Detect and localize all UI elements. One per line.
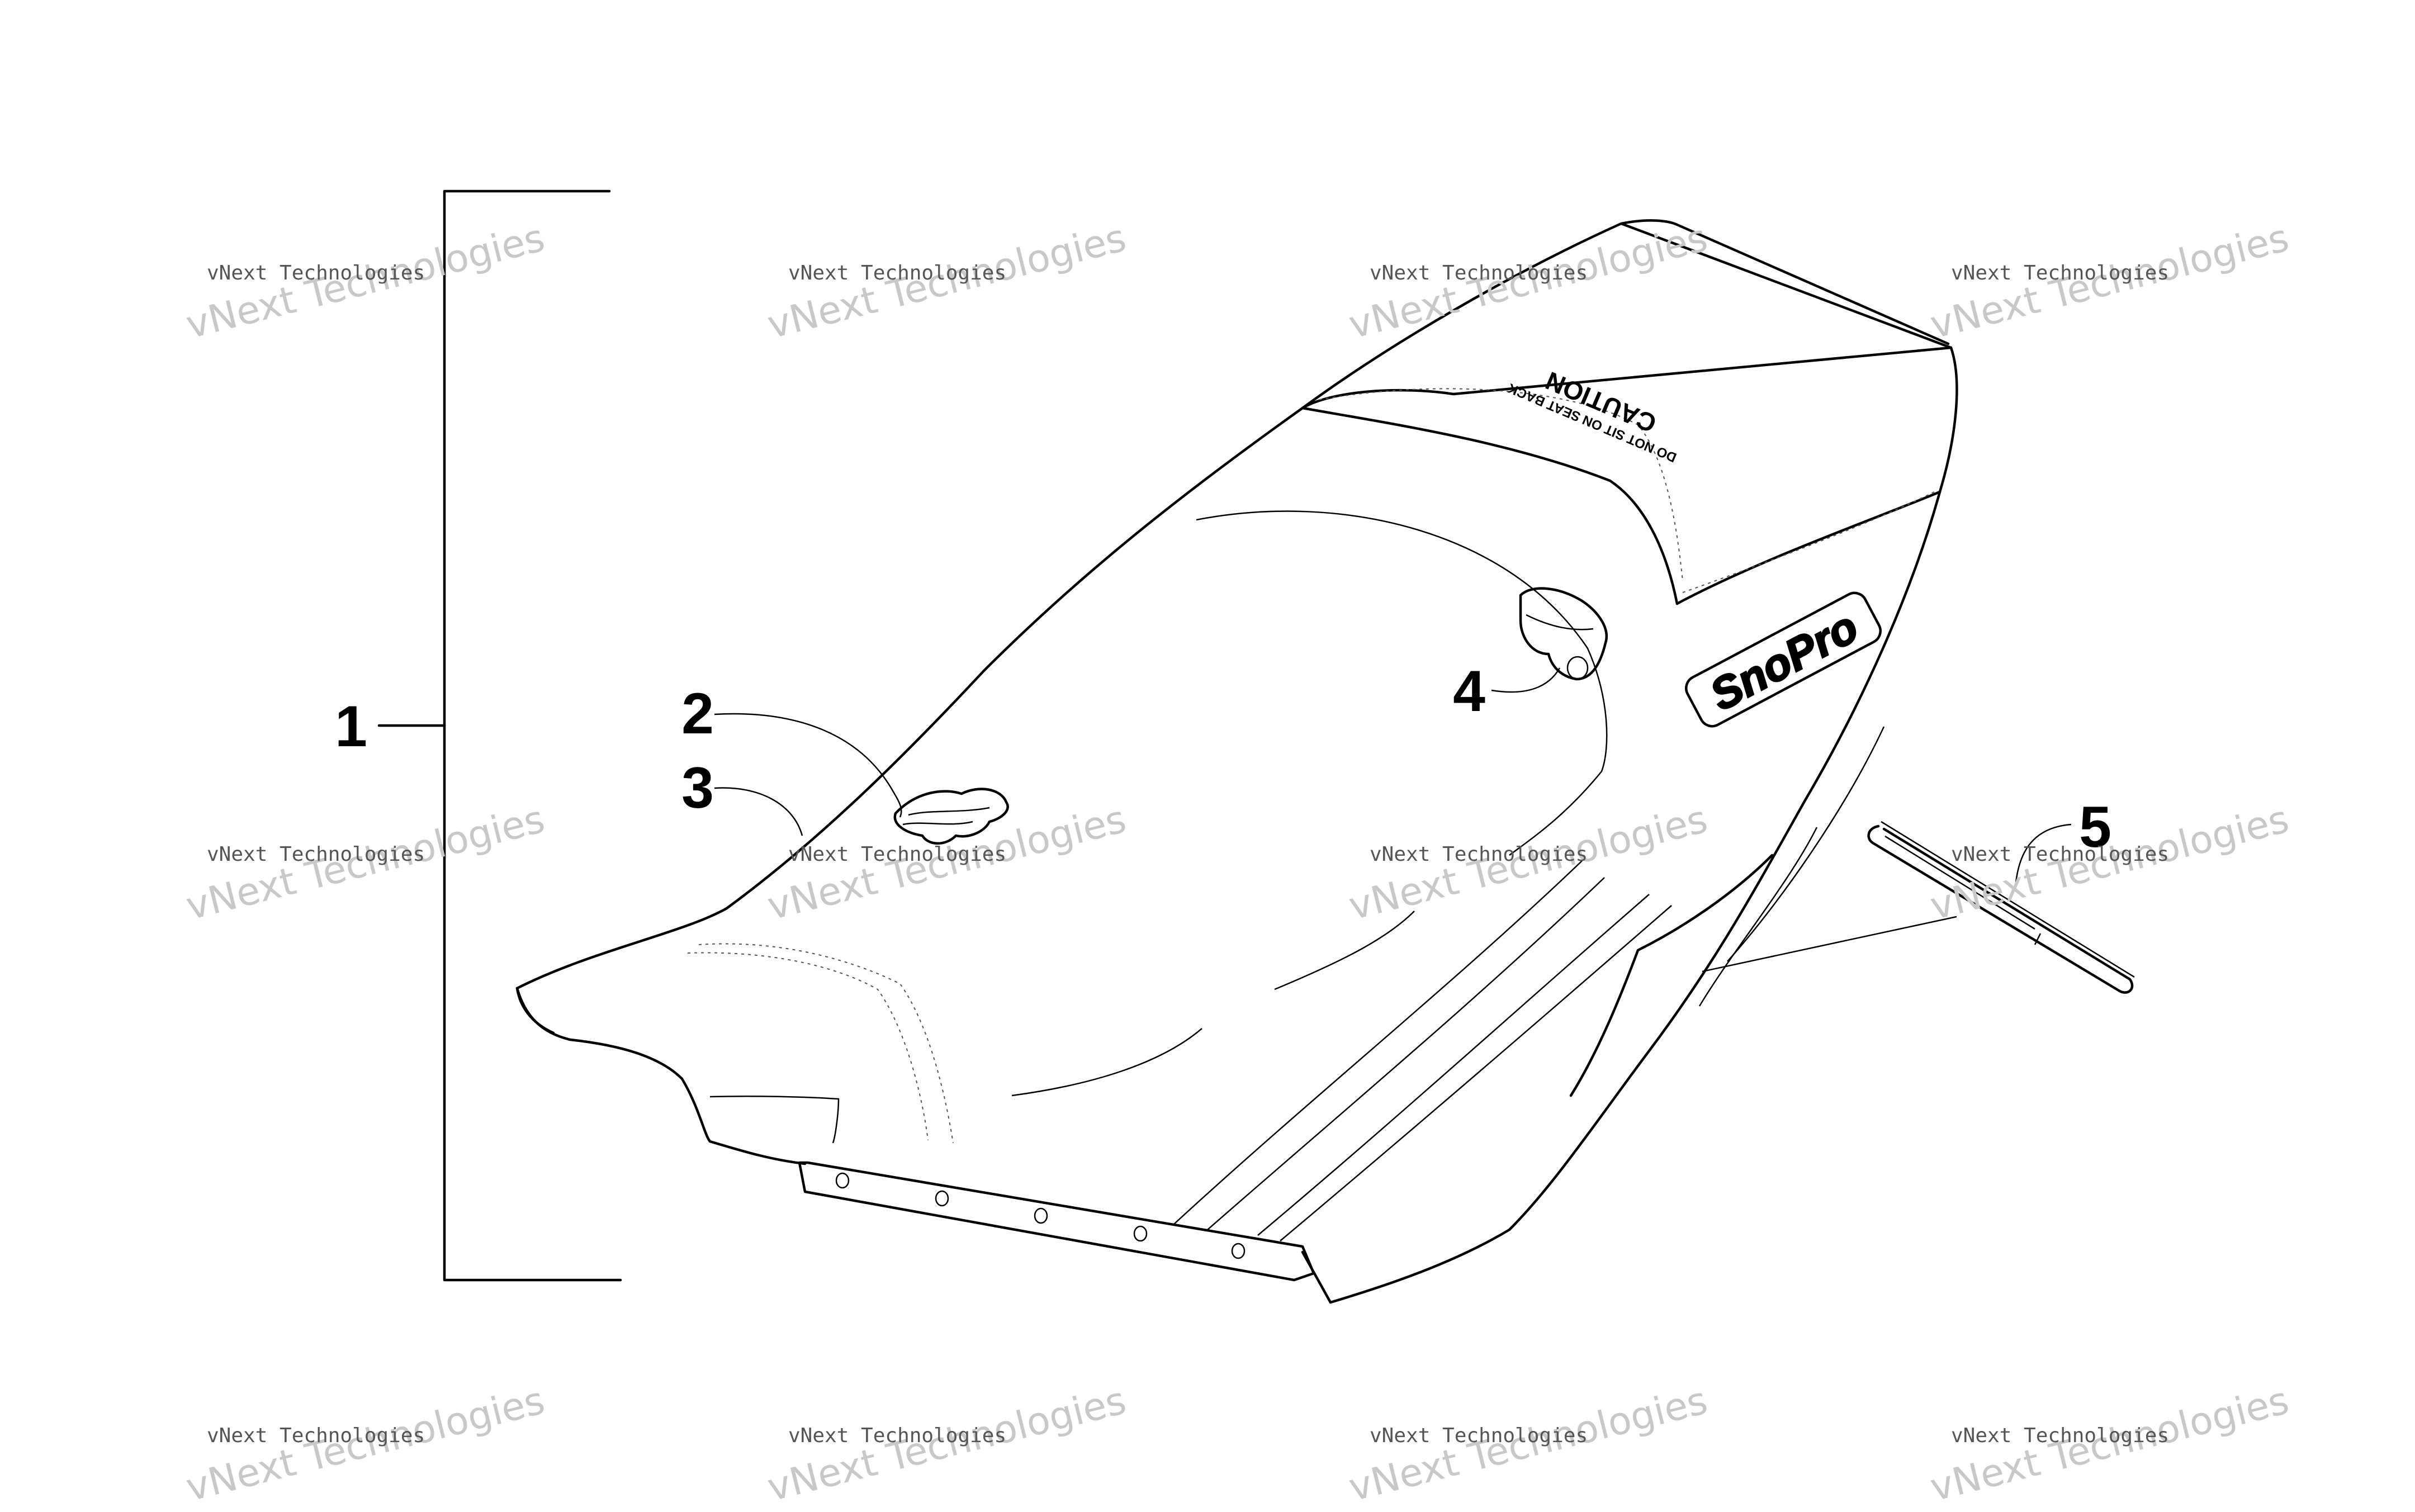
callout-1: 1 — [335, 694, 367, 759]
caution-decal: CAUTION DO NOT SIT ON SEAT BACK — [1505, 366, 1679, 465]
callout-5: 5 — [2079, 795, 2111, 860]
svg-text:vNext Technologies: vNext Technologies — [207, 262, 425, 285]
callout-3: 3 — [681, 756, 714, 821]
watermark: vNext Technologies vNext Technologies — [182, 1378, 549, 1510]
callout-2: 2 — [681, 681, 714, 746]
svg-text:vNext Technologies: vNext Technologies — [207, 843, 425, 866]
svg-text:vNext Technologies: vNext Technologies — [1951, 1424, 2169, 1447]
leader-lines — [714, 667, 2072, 889]
svg-text:vNext Technologies: vNext Technologies — [207, 1424, 425, 1447]
watermark-grid: vNext Technologies vNext Technologies vN… — [182, 216, 2293, 1510]
watermark: vNext Technologies vNext Technologies — [763, 797, 1130, 929]
strap-handle — [1519, 587, 1608, 681]
mounting-hole — [935, 1190, 949, 1207]
mounting-hole — [1034, 1207, 1048, 1224]
watermark: vNext Technologies vNext Technologies — [182, 216, 549, 348]
svg-text:vNext Technologies: vNext Technologies — [1370, 1424, 1588, 1447]
svg-text:vNext Technologies: vNext Technologies — [1370, 843, 1588, 866]
svg-text:vNext Technologies: vNext Technologies — [1951, 262, 2169, 285]
watermark: vNext Technologies vNext Technologies — [182, 797, 549, 929]
watermark: vNext Technologies vNext Technologies — [1344, 216, 1712, 348]
repair-patch — [893, 788, 1009, 845]
svg-text:vNext Technologies: vNext Technologies — [788, 843, 1006, 866]
watermark: vNext Technologies vNext Technologies — [763, 216, 1130, 348]
watermark: vNext Technologies vNext Technologies — [1344, 797, 1712, 929]
svg-text:vNext Technologies: vNext Technologies — [1370, 262, 1588, 285]
assembly-bracket — [377, 189, 622, 1282]
watermark: vNext Technologies vNext Technologies — [763, 1378, 1130, 1510]
wire-clip — [1867, 821, 2135, 994]
callout-numbers: 1 2 3 4 5 — [335, 659, 2111, 860]
svg-text:vNext Technologies: vNext Technologies — [788, 262, 1006, 285]
mounting-hole — [835, 1172, 850, 1189]
svg-text:vNext Technologies: vNext Technologies — [1951, 843, 2169, 866]
mounting-holes — [835, 1172, 1246, 1259]
svg-text:vNext Technologies: vNext Technologies — [788, 1424, 1006, 1447]
watermark: vNext Technologies vNext Technologies — [1926, 216, 2293, 348]
mounting-hole — [1133, 1225, 1148, 1242]
watermark: vNext Technologies vNext Technologies — [1926, 1378, 2293, 1510]
watermark: vNext Technologies vNext Technologies — [1344, 1378, 1712, 1510]
brand-logo-text: SnoPro — [1702, 601, 1866, 720]
seat-body — [515, 219, 1958, 1304]
callout-4: 4 — [1453, 659, 1485, 724]
mounting-hole — [1231, 1243, 1246, 1259]
